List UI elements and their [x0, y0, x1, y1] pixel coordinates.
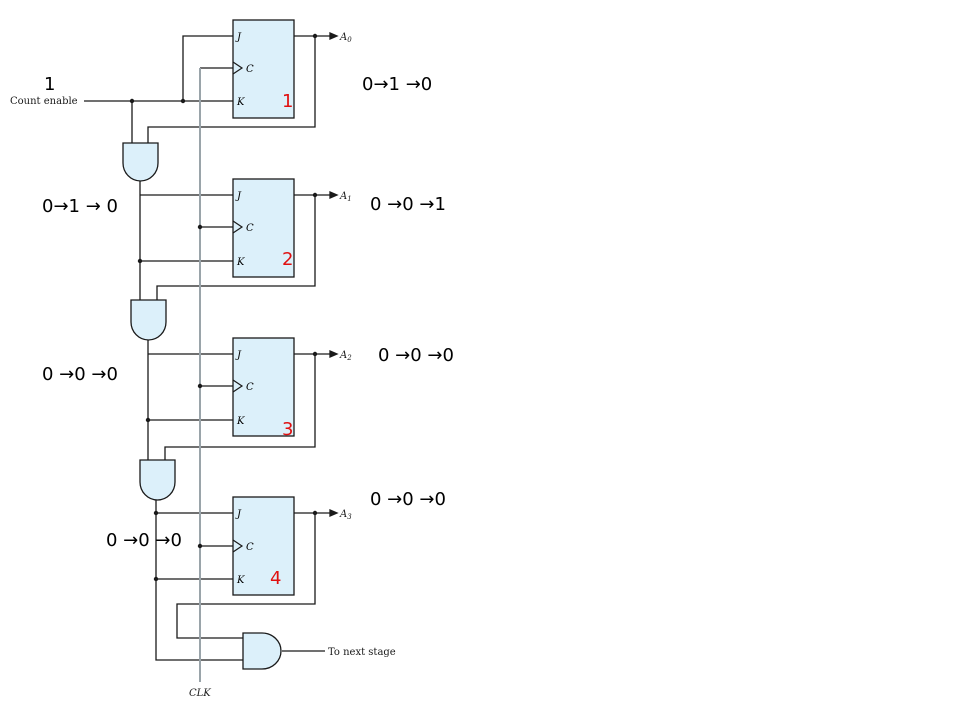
junction-dots — [129, 33, 318, 582]
pin-c-label: C — [246, 64, 254, 75]
input-transition-3: 0 →0 →0 — [106, 530, 182, 551]
pin-c-label: C — [246, 382, 254, 393]
output-label-a2: A2 — [339, 350, 352, 362]
flip-flop-1: J C K — [232, 178, 295, 278]
input-transition-1: 0→1 → 0 — [42, 196, 118, 217]
pin-j-label: J — [235, 350, 242, 361]
and-gate-1 — [122, 142, 159, 182]
and-gate-final — [242, 632, 282, 670]
count-enable-label: Count enable — [10, 96, 78, 107]
pin-j-label: J — [235, 191, 242, 202]
output-transition-a2: 0 →0 →0 — [378, 345, 454, 366]
pin-k-label: K — [236, 97, 245, 108]
output-arrows — [294, 32, 339, 517]
output-transition-a3: 0 →0 →0 — [370, 489, 446, 510]
pin-k-label: K — [236, 257, 245, 268]
and-gate-3 — [139, 459, 176, 501]
next-stage-label: To next stage — [328, 647, 396, 658]
output-label-a1: A1 — [339, 191, 352, 203]
flip-flop-2: J C K — [232, 337, 295, 437]
stage-number-2: 2 — [282, 249, 293, 270]
pin-c-label: C — [246, 542, 254, 553]
pin-k-label: K — [236, 575, 245, 586]
output-transition-a0: 0→1 →0 — [362, 74, 432, 95]
pin-j-label: J — [235, 32, 242, 43]
input-transition-2: 0 →0 →0 — [42, 364, 118, 385]
and-gate-2 — [130, 299, 167, 341]
output-transition-a1: 0 →0 →1 — [370, 194, 446, 215]
clock-label: CLK — [189, 688, 211, 699]
pin-k-label: K — [236, 416, 245, 427]
flip-flop-3: J C K — [232, 496, 295, 596]
stage-number-1: 1 — [282, 91, 293, 112]
pin-c-label: C — [246, 223, 254, 234]
flip-flop-0: J C K — [232, 19, 295, 119]
stage-number-3: 3 — [282, 419, 293, 440]
pin-j-label: J — [235, 509, 242, 520]
stage-number-4: 4 — [270, 568, 281, 589]
output-label-a0: A0 — [339, 32, 352, 44]
count-enable-value: 1 — [44, 74, 55, 95]
output-label-a3: A3 — [339, 509, 352, 521]
